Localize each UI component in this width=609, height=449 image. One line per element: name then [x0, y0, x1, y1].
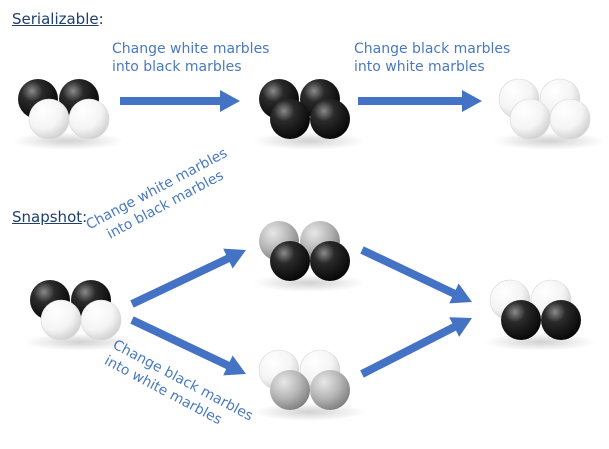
snapshot-end-group-shadow — [484, 333, 596, 351]
snapshot-lower-group-shadow — [253, 403, 365, 421]
serializable-start-group-shadow — [12, 132, 124, 150]
serializable-end-group-shadow — [493, 132, 605, 150]
snapshot-end-group — [484, 279, 596, 351]
serializable-arrow-2 — [358, 90, 482, 112]
arrows — [120, 90, 482, 378]
snapshot-arrow-upper — [130, 248, 247, 308]
snapshot-upper-group-shadow — [253, 274, 365, 292]
serializable-heading-text: Serializable — [12, 10, 99, 28]
serializable-step1-line1: Change white marbles — [112, 41, 270, 57]
serializable-end-group — [493, 78, 605, 150]
snapshot-upper-group-front-right-black-marble — [310, 241, 350, 281]
serializable-arrow-1 — [120, 90, 240, 112]
snapshot-start-group-front-right-white-marble — [80, 299, 122, 341]
snapshot-start-group — [24, 280, 136, 351]
snapshot-upper-group — [253, 221, 365, 292]
serializable-step1-label: Change white marbles into black marbles — [112, 40, 269, 76]
snapshot-arrow-merge-lower — [360, 317, 472, 378]
marble-groups — [12, 78, 605, 421]
snapshot-heading-text: Snapshot — [12, 208, 83, 226]
serializable-start-group — [12, 79, 124, 150]
serializable-step2-label: Change black marbles into white marbles — [354, 40, 510, 76]
serializable-step1-line2: into black marbles — [112, 59, 242, 75]
snapshot-arrow-lower — [130, 316, 247, 376]
snapshot-end-group-front-left-black-marble — [501, 300, 541, 340]
serializable-start-group-front-right-white-marble — [68, 98, 110, 140]
snapshot-end-group-front-right-black-marble — [541, 300, 581, 340]
serializable-mid-group-front-right-black-marble — [310, 99, 350, 139]
serializable-end-group-front-left-white-marble — [509, 98, 551, 140]
serializable-mid-group-front-left-black-marble — [270, 99, 310, 139]
snapshot-heading: Snapshot: — [12, 208, 88, 226]
serializable-end-group-front-right-white-marble — [549, 98, 591, 140]
snapshot-arrow-merge-upper — [360, 246, 473, 304]
serializable-step2-line1: Change black marbles — [354, 41, 511, 57]
serializable-mid-group-shadow — [253, 132, 365, 150]
serializable-start-group-front-left-white-marble — [28, 98, 70, 140]
snapshot-lower-group-front-left-gray-marble — [270, 370, 310, 410]
snapshot-start-group-front-left-white-marble — [40, 299, 82, 341]
serializable-heading: Serializable: — [12, 10, 104, 28]
snapshot-lower-group — [253, 349, 365, 421]
snapshot-upper-group-front-left-black-marble — [270, 241, 310, 281]
snapshot-start-group-shadow — [24, 333, 136, 351]
serializable-mid-group — [253, 79, 365, 150]
serializable-step2-line2: into white marbles — [354, 59, 485, 75]
snapshot-lower-group-front-right-gray-marble — [310, 370, 350, 410]
